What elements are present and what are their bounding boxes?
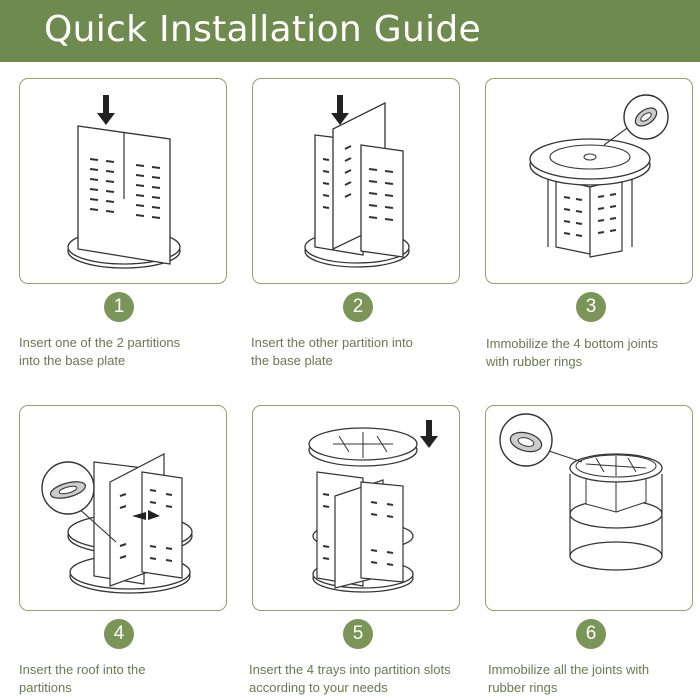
step-4-caption-line2: partitions xyxy=(19,680,72,695)
step-3-caption: Immobilize the 4 bottom joints with rubb… xyxy=(486,335,696,371)
step-2-caption: Insert the other partition into the base… xyxy=(251,334,461,370)
step-6-drawing xyxy=(499,413,663,571)
step-3-drawing xyxy=(529,94,669,258)
step-3-caption-line2: with rubber rings xyxy=(486,354,583,369)
step-1-caption: Insert one of the 2 partitions into the … xyxy=(19,334,229,370)
step-1-caption-line1: Insert one of the 2 partitions xyxy=(19,335,181,350)
step-6-caption-line2: rubber rings xyxy=(488,680,558,695)
down-arrow-icon xyxy=(97,95,115,125)
step-4-number: 4 xyxy=(104,619,134,649)
step-5-caption-line1: Insert the 4 trays into partition slots xyxy=(249,662,451,677)
step-2-caption-line1: Insert the other partition into xyxy=(251,335,413,350)
step-1-illustration xyxy=(19,78,227,284)
step-2-drawing xyxy=(304,95,410,268)
header-banner: Quick Installation Guide xyxy=(0,0,700,62)
step-3-caption-line1: Immobilize the 4 bottom joints xyxy=(486,336,658,351)
step-2-number: 2 xyxy=(343,292,373,322)
step-2-caption-line2: the base plate xyxy=(251,353,333,368)
rubber-ring-zoom-icon xyxy=(499,413,553,467)
rubber-ring-zoom-icon xyxy=(41,461,95,515)
step-3-illustration xyxy=(485,78,693,284)
step-4-caption: Insert the roof into the partitions xyxy=(19,661,229,697)
step-4-caption-line1: Insert the roof into the xyxy=(19,662,146,677)
step-3-number: 3 xyxy=(576,292,606,322)
down-arrow-icon xyxy=(420,420,438,448)
step-6-number: 6 xyxy=(576,619,606,649)
step-1-drawing xyxy=(67,95,181,269)
step-6-caption: Immobilize all the joints with rubber ri… xyxy=(488,661,698,697)
step-5-caption: Insert the 4 trays into partition slots … xyxy=(249,661,487,697)
step-1-caption-line2: into the base plate xyxy=(19,353,126,368)
step-5-caption-line2: according to your needs xyxy=(249,680,388,695)
step-6-illustration xyxy=(485,405,693,611)
step-2-illustration xyxy=(252,78,460,284)
step-1-number: 1 xyxy=(104,292,134,322)
page-title: Quick Installation Guide xyxy=(44,9,481,50)
step-5-illustration xyxy=(252,405,460,611)
step-5-drawing xyxy=(308,420,438,593)
step-4-drawing xyxy=(41,453,193,594)
down-arrow-icon xyxy=(331,95,349,125)
step-4-illustration xyxy=(19,405,227,611)
step-5-number: 5 xyxy=(343,619,373,649)
step-6-caption-line1: Immobilize all the joints with xyxy=(488,662,650,677)
rubber-ring-zoom-icon xyxy=(623,94,669,140)
